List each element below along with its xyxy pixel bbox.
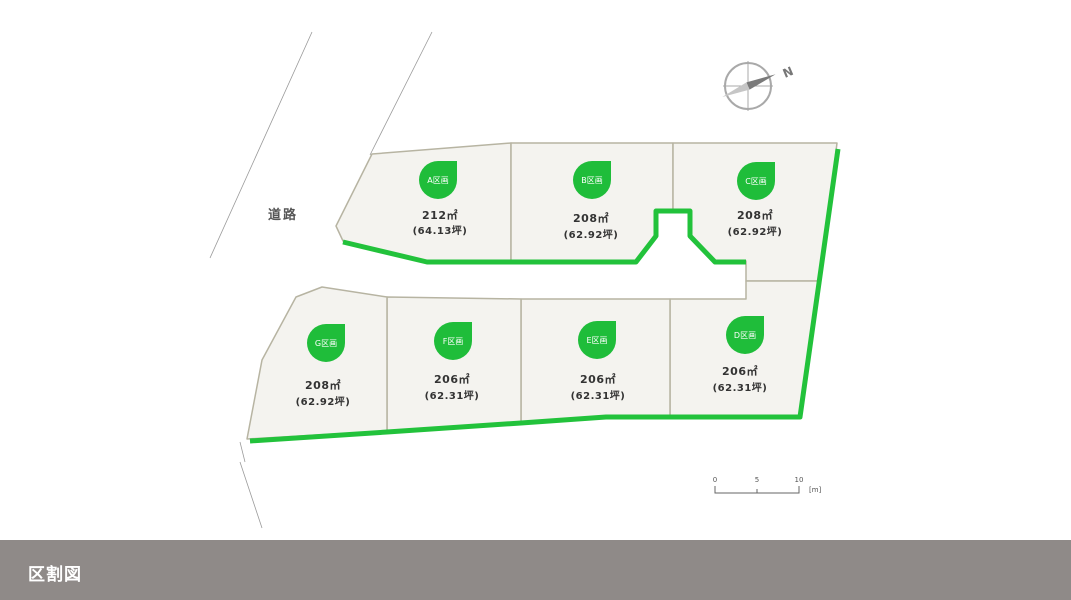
lot-g-badge[interactable]: G区画 bbox=[307, 324, 345, 362]
lot-f-badge-shape bbox=[434, 322, 472, 360]
compass-needle-icon bbox=[722, 74, 776, 97]
footer-bar: 区割図 bbox=[0, 540, 1071, 600]
road-label: 道路 bbox=[268, 207, 298, 223]
north-compass: N bbox=[722, 61, 796, 111]
frontage-edges bbox=[249, 148, 841, 444]
frontage-top-row bbox=[342, 208, 746, 265]
lot-g-badge-shape bbox=[307, 324, 345, 362]
lot-a-badge[interactable]: A区画 bbox=[419, 161, 457, 199]
site-plan-map: 道路 A区画 B区画 C区画 D区画 bbox=[209, 31, 841, 529]
road-edge-line-right bbox=[369, 31, 433, 156]
scale-unit: [m] bbox=[809, 486, 822, 494]
road-edge-line-lower-b bbox=[239, 461, 263, 529]
lot-d-badge-shape bbox=[726, 316, 764, 354]
lot-e-area: 206㎡ bbox=[580, 372, 616, 386]
lot-e-badge-shape bbox=[578, 321, 616, 359]
lot-c-tsubo: (62.92坪) bbox=[728, 225, 783, 238]
lot-c-area: 208㎡ bbox=[737, 208, 773, 222]
compass-north-letter: N bbox=[781, 64, 796, 81]
lot-f-badge[interactable]: F区画 bbox=[434, 322, 472, 360]
lot-d-area: 206㎡ bbox=[722, 364, 758, 378]
lot-a-area: 212㎡ bbox=[422, 208, 458, 222]
lot-g-tsubo: (62.92坪) bbox=[296, 395, 351, 408]
lot-f-name: F区画 bbox=[443, 337, 464, 346]
lot-b-area: 208㎡ bbox=[573, 211, 609, 225]
lot-f-tsubo: (62.31坪) bbox=[425, 389, 480, 402]
road-lines bbox=[209, 31, 433, 529]
road-edge-line-left bbox=[209, 31, 313, 259]
compass-needle-south bbox=[722, 82, 750, 97]
lot-f-parcel[interactable] bbox=[386, 296, 522, 432]
lot-g-area: 208㎡ bbox=[305, 378, 341, 392]
lot-area-labels: 212㎡ (64.13坪) 208㎡ (62.92坪) 208㎡ (62.92坪… bbox=[296, 208, 783, 408]
lots-layer bbox=[246, 142, 838, 440]
lot-d-badge[interactable]: D区画 bbox=[726, 316, 764, 354]
road-edge-line-lower-a bbox=[239, 441, 246, 463]
lot-b-name: B区画 bbox=[581, 176, 603, 185]
lot-e-badge[interactable]: E区画 bbox=[578, 321, 616, 359]
frontage-east-bottom bbox=[249, 148, 841, 444]
scale-tick-10: 10 bbox=[795, 476, 804, 484]
lot-c-badge[interactable]: C区画 bbox=[737, 162, 775, 200]
page-title: 区割図 bbox=[28, 565, 82, 585]
lot-a-name: A区画 bbox=[427, 176, 448, 185]
lot-badges: A区画 B区画 C区画 D区画 E区画 F区画 G区画 bbox=[307, 161, 775, 362]
lot-b-tsubo: (62.92坪) bbox=[564, 228, 619, 241]
lot-e-tsubo: (62.31坪) bbox=[571, 389, 626, 402]
lot-b-badge-shape bbox=[573, 161, 611, 199]
compass-needle-north bbox=[746, 74, 776, 90]
lot-a-tsubo: (64.13坪) bbox=[413, 224, 468, 237]
scale-tick-0: 0 bbox=[713, 476, 717, 484]
lot-f-area: 206㎡ bbox=[434, 372, 470, 386]
lot-g-parcel[interactable] bbox=[246, 286, 388, 440]
lot-d-tsubo: (62.31坪) bbox=[713, 381, 768, 394]
lot-b-badge[interactable]: B区画 bbox=[573, 161, 611, 199]
lot-d-name: D区画 bbox=[734, 331, 756, 340]
scale-bar: 0 5 10 [m] bbox=[713, 476, 822, 494]
lot-e-parcel[interactable] bbox=[520, 298, 671, 423]
scale-tick-5: 5 bbox=[755, 476, 759, 484]
lot-g-name: G区画 bbox=[315, 339, 337, 348]
lot-e-name: E区画 bbox=[586, 336, 607, 345]
lot-c-badge-shape bbox=[737, 162, 775, 200]
lot-a-parcel[interactable] bbox=[335, 142, 512, 262]
lot-a-badge-shape bbox=[419, 161, 457, 199]
lot-c-name: C区画 bbox=[745, 177, 767, 186]
